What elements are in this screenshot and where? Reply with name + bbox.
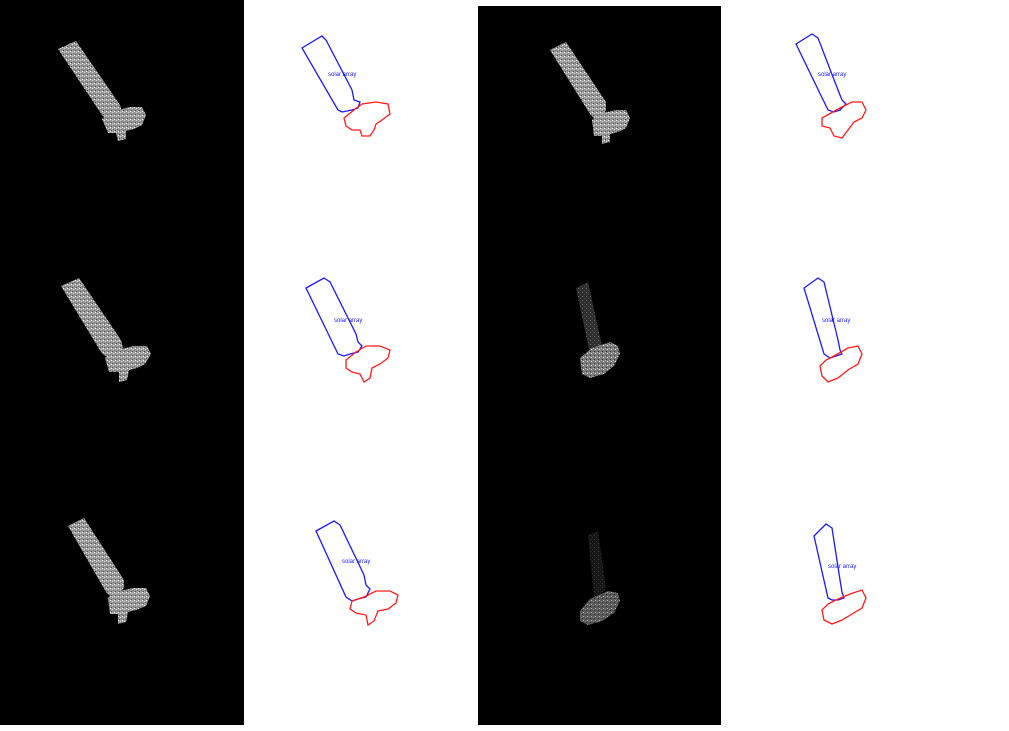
mask-row1-left: solar array	[301, 35, 391, 137]
body-outline	[819, 345, 863, 383]
right-mask-panel	[721, 0, 1009, 725]
body-outline	[343, 101, 391, 137]
solar-array-label: solar array	[342, 559, 370, 565]
satellite-image-row2-left	[61, 278, 151, 382]
solar-array-label: solar array	[822, 318, 850, 324]
solar-array-label: solar array	[328, 72, 356, 78]
solar-array-label: solar array	[818, 72, 846, 78]
body-outline	[821, 101, 867, 139]
left-mask-panel	[244, 0, 478, 725]
satellite-image-row2-right	[576, 282, 620, 378]
mask-row2-left: solar array	[305, 277, 391, 383]
solar-array-label: solar array	[828, 564, 856, 570]
mask-row2-right: solar array	[803, 277, 863, 383]
solar-array-outline	[315, 520, 371, 602]
mask-row3-right: solar array	[813, 523, 867, 625]
solar-array-outline	[813, 523, 845, 601]
solar-array-outline	[795, 33, 847, 113]
satellite-image-row3-right	[580, 531, 620, 625]
mask-row1-right: solar array	[795, 33, 867, 139]
body-outline	[345, 345, 391, 383]
body-outline	[821, 589, 867, 625]
satellite-image-row1-right	[550, 42, 630, 144]
solar-array-outline	[305, 277, 363, 357]
mask-row3-left: solar array	[315, 520, 399, 627]
satellite-image-row3-left	[68, 518, 150, 624]
solar-array-outline	[301, 35, 361, 113]
satellite-image-row1-left	[58, 41, 146, 141]
solar-array-label: solar array	[334, 318, 362, 324]
body-outline	[349, 590, 399, 627]
